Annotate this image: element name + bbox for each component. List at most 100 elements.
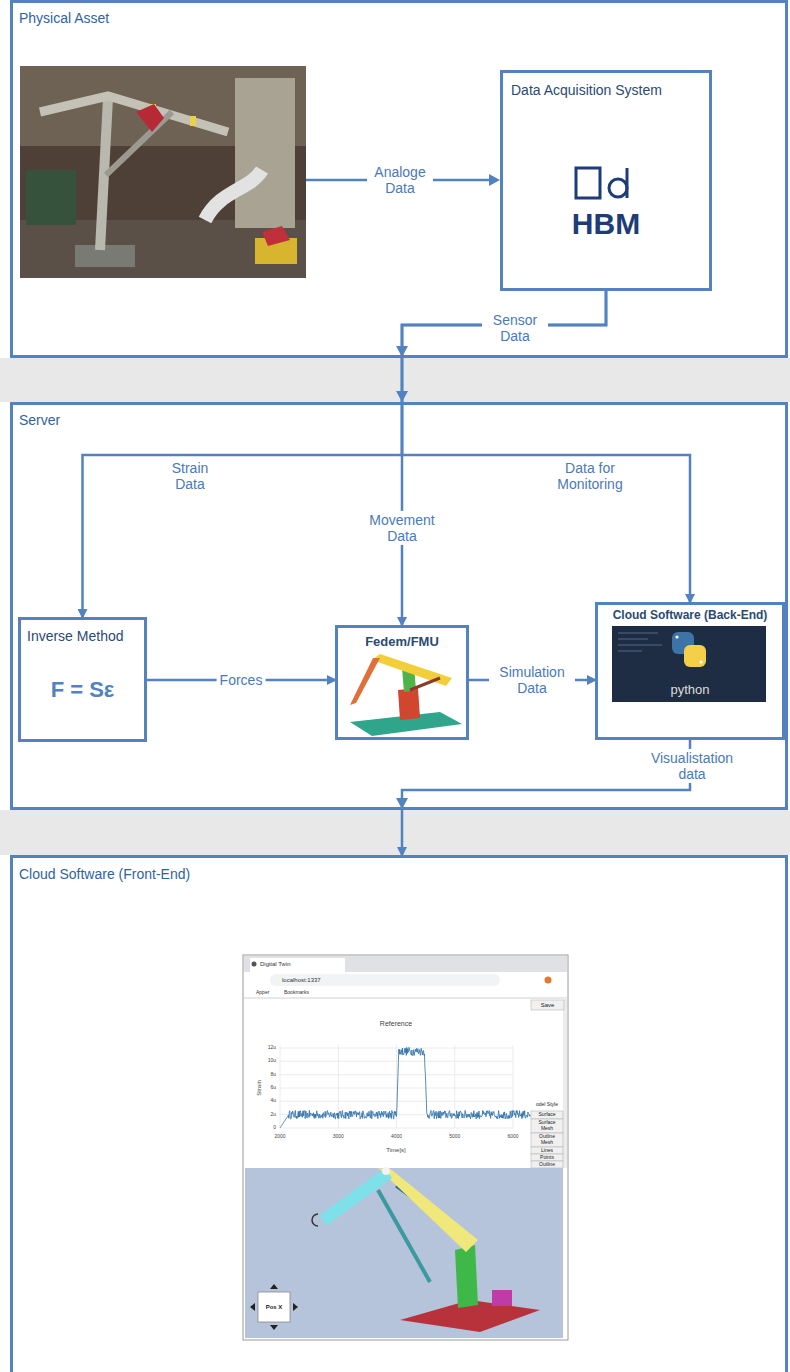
model-jib	[320, 1168, 392, 1226]
chart-gridline	[513, 1045, 514, 1128]
code-line	[618, 644, 662, 646]
tab-title: Digital Twin	[260, 961, 291, 968]
model-base	[400, 1300, 540, 1332]
axis-tick: 3000	[333, 1134, 344, 1140]
flow-connector	[83, 291, 607, 617]
code-line	[618, 638, 648, 640]
model-boom	[378, 1168, 478, 1252]
model-hook	[312, 1214, 318, 1226]
view-arrow	[270, 1284, 278, 1289]
fedem-base-plate	[350, 712, 462, 736]
browser-tab	[250, 958, 345, 972]
hbm-logo-square	[576, 168, 600, 198]
axis-tick: 2000	[274, 1134, 285, 1140]
process-box: Data Acquisition SystemHBM	[500, 70, 712, 291]
python-logo-yellow	[684, 645, 706, 667]
style-button	[531, 1111, 563, 1119]
button-label: Surface	[538, 1112, 555, 1118]
model-column	[455, 1245, 478, 1308]
axis-tick: 4000	[391, 1134, 402, 1140]
process-box: Cloud Software (Back-End)python	[595, 602, 785, 740]
button-label: Surface Mesh	[535, 1120, 559, 1132]
axis-tick: 10u	[268, 1058, 276, 1064]
address-text: localhost:1337	[282, 977, 321, 984]
photo-crane-base	[75, 245, 135, 267]
view-cube-label: Pos X	[266, 1304, 283, 1311]
model-cylinder	[396, 1186, 470, 1240]
chart-gridline	[280, 1061, 513, 1062]
node-title: Fedem/FMU	[365, 635, 439, 650]
style-button	[531, 1147, 563, 1154]
flow-label: Sensor Data	[482, 311, 548, 345]
tab-icon	[252, 962, 257, 967]
photo-crane-column	[100, 98, 108, 250]
edge-label: Strain Data	[157, 459, 223, 493]
fedem-pedestal	[398, 688, 420, 720]
python-logo-eye	[675, 635, 678, 638]
photo-wall	[20, 66, 306, 146]
scrollbar	[563, 998, 567, 1168]
photo-stand	[255, 238, 297, 264]
chart-gridline	[454, 1045, 455, 1128]
gap-band	[0, 358, 790, 402]
view-arrow	[250, 1303, 255, 1311]
edge-label: Forces	[217, 671, 266, 689]
model-block	[492, 1290, 512, 1306]
code-line	[618, 632, 658, 634]
axis-tick: 6u	[270, 1085, 276, 1091]
photo-floor	[20, 220, 306, 278]
edge-label: Visualistation data	[639, 749, 745, 783]
photo-red-cloth	[262, 226, 290, 246]
node-title: Cloud Software (Front-End)	[19, 866, 190, 882]
address-bar	[270, 974, 500, 986]
python-panel	[612, 626, 766, 702]
bookmark-item: Apper	[256, 990, 269, 996]
model-joint	[382, 1167, 390, 1175]
browser-tab-bar	[244, 956, 567, 972]
node-title: Physical Asset	[19, 10, 109, 26]
axis-title: Strain	[256, 1080, 263, 1096]
axis-title: Time[s]	[386, 1147, 405, 1154]
bookmark-separator	[244, 998, 567, 999]
photo-crane-cylinder	[106, 112, 172, 175]
flow-label: Analoge Data	[367, 163, 433, 197]
axis-tick: 6000	[507, 1134, 518, 1140]
flow-connector	[402, 291, 690, 602]
chart-gridline	[338, 1045, 339, 1128]
edge-label: Data for Monitoring	[547, 459, 633, 493]
gap-band	[0, 810, 790, 855]
python-logo-eye	[699, 660, 702, 663]
model-cylinder	[378, 1190, 430, 1282]
view-arrow	[293, 1303, 298, 1311]
chart-title: Reference	[380, 1020, 412, 1028]
photo-cabinet	[235, 78, 295, 228]
edge-label: Movement Data	[359, 511, 445, 545]
fedem-boom	[372, 654, 452, 686]
photo-pipe	[205, 170, 262, 220]
photo-motor	[26, 170, 76, 225]
hbm-logo-stem	[626, 168, 629, 198]
node-title: Cloud Software (Back-End)	[613, 609, 768, 623]
node-body: HBM	[572, 207, 640, 242]
node-title: Inverse Method	[27, 628, 124, 644]
axis-tick: 4u	[270, 1098, 276, 1104]
strain-signal	[280, 1047, 530, 1128]
chart-gridline	[280, 1128, 513, 1129]
asset-photo	[20, 66, 306, 278]
chart-gridline	[280, 1048, 513, 1049]
region-panel: Cloud Software (Front-End)	[10, 855, 788, 1372]
chart-gridline	[280, 1088, 513, 1089]
photo-crane-boom	[40, 96, 228, 132]
photo-marker	[190, 116, 196, 126]
axis-tick: 0	[273, 1125, 276, 1131]
edge-label: Simulation Data	[489, 663, 575, 697]
panel-heading: odel Style	[536, 1102, 558, 1108]
chart-gridline	[280, 1101, 513, 1102]
style-button	[531, 1161, 563, 1168]
fedem-cylinder	[410, 678, 440, 690]
model-viewport	[245, 1168, 563, 1338]
node-body: F = Sε	[51, 677, 115, 702]
